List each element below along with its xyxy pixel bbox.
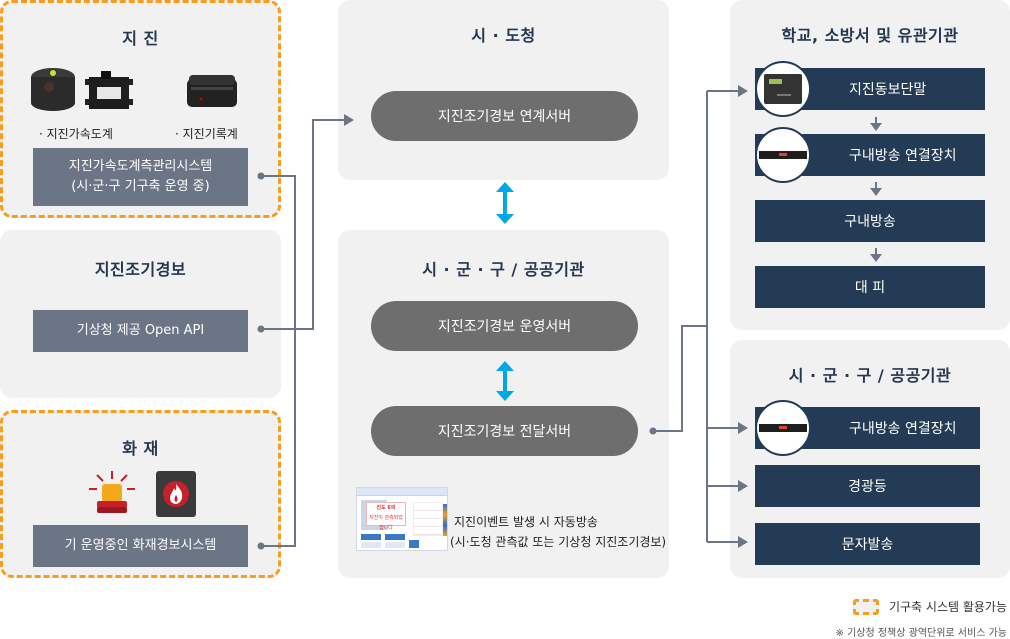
- eew-delivery-server: 지진조기경보 전달서버: [371, 406, 638, 456]
- eew-title: 지진조기경보: [94, 260, 187, 279]
- rack-device-image: [755, 127, 811, 183]
- sync-arrow-bottom: [496, 361, 514, 401]
- internal-broadcast: 구내방송: [755, 200, 985, 242]
- local-gov-title: 시 · 군 · 구 / 공공기관: [422, 260, 585, 279]
- schools-title: 학교, 소방서 및 유관기관: [781, 26, 959, 45]
- local-gov-panel: 시 · 군 · 구 / 공공기관 지진조기경보 운영서버 지진조기경보 전달서버…: [338, 230, 669, 578]
- system-label-line1: 지진가속도계측관리시스템: [68, 159, 213, 174]
- broadcast-link-device-label: 구내방송 연결장치: [849, 148, 957, 164]
- system-label-line2: (시·군·구 기구축 운영 중): [71, 179, 210, 194]
- fire-alarm-system: 기 운영중인 화재경보시스템: [33, 525, 248, 567]
- schools-panel: 학교, 소방서 및 유관기관 지진동보단말 구내방송 연결장치 구내방송 대 피: [730, 0, 1010, 330]
- province-panel: 시 · 도청 지진조기경보 연계서버: [338, 0, 669, 180]
- screen-popup-text: 지진이 관측되었습니다: [369, 515, 403, 531]
- kma-open-api-box: 기상청 제공 Open API: [33, 310, 248, 352]
- screen-popup-title: 진도 6의: [376, 505, 396, 511]
- recorder-label: · 지진기록계: [175, 127, 238, 141]
- legend-dashed-swatch: [852, 598, 879, 615]
- accelerometer-management-system: 지진가속도계측관리시스템 (시·군·구 기구축 운영 중): [33, 148, 248, 206]
- right-local-gov-title: 시 · 군 · 구 / 공공기관: [788, 366, 952, 385]
- eq-notification-terminal-label: 지진동보단말: [849, 82, 927, 98]
- earthquake-panel: 지 진 · 지진가속도계 · 지진기록계 지진가속도계측관리시: [0, 0, 281, 218]
- step-arrow: [870, 181, 882, 200]
- auto-broadcast-note-line2: (시·도청 관측값 또는 기상청 지진조기경보): [450, 535, 667, 549]
- local-rack-device-image: [755, 400, 811, 456]
- accelerometer-image: [29, 65, 77, 113]
- eew-operation-server: 지진조기경보 운영서버: [371, 301, 638, 351]
- accelerometer-label: · 지진가속도계: [39, 127, 113, 141]
- local-broadcast-link-device-label: 구내방송 연결장치: [849, 421, 957, 437]
- monitoring-screen-thumbnail: 진도 6의 지진이 관측되었습니다: [356, 487, 448, 551]
- eew-panel: 지진조기경보 기상청 제공 Open API: [0, 230, 281, 398]
- auto-broadcast-note-line1: 지진이벤트 발생 시 자동방송: [454, 515, 598, 529]
- seismic-recorder-image: [185, 73, 239, 109]
- step-arrow: [870, 116, 882, 135]
- earthquake-title: 지 진: [122, 29, 159, 48]
- warning-beacon-icon: [89, 471, 135, 515]
- step-arrow: [870, 247, 882, 266]
- sync-arrow-top: [496, 182, 514, 224]
- fire-title: 화 재: [122, 439, 159, 458]
- terminal-device-image: [755, 61, 811, 117]
- sms-sending: 문자발송: [755, 523, 980, 565]
- fire-alarm-button-icon: [156, 471, 196, 517]
- legend-label: 기구축 시스템 활용가능: [888, 600, 1007, 614]
- warning-light: 경광등: [755, 465, 980, 507]
- accelerometer-box-image: [85, 71, 133, 111]
- fire-panel: 화 재 기 운영중인 화재경보시스템: [0, 410, 281, 578]
- right-local-gov-panel: 시 · 군 · 구 / 공공기관 구내방송 연결장치 경광등 문자발송: [730, 340, 1010, 578]
- eew-link-server: 지진조기경보 연계서버: [371, 91, 638, 141]
- legend: 기구축 시스템 활용가능: [852, 598, 1007, 615]
- province-title: 시 · 도청: [471, 26, 536, 45]
- service-note: ※ 기상청 정책상 광역단위로 서비스 가능: [835, 628, 1007, 639]
- evacuation: 대 피: [755, 266, 985, 308]
